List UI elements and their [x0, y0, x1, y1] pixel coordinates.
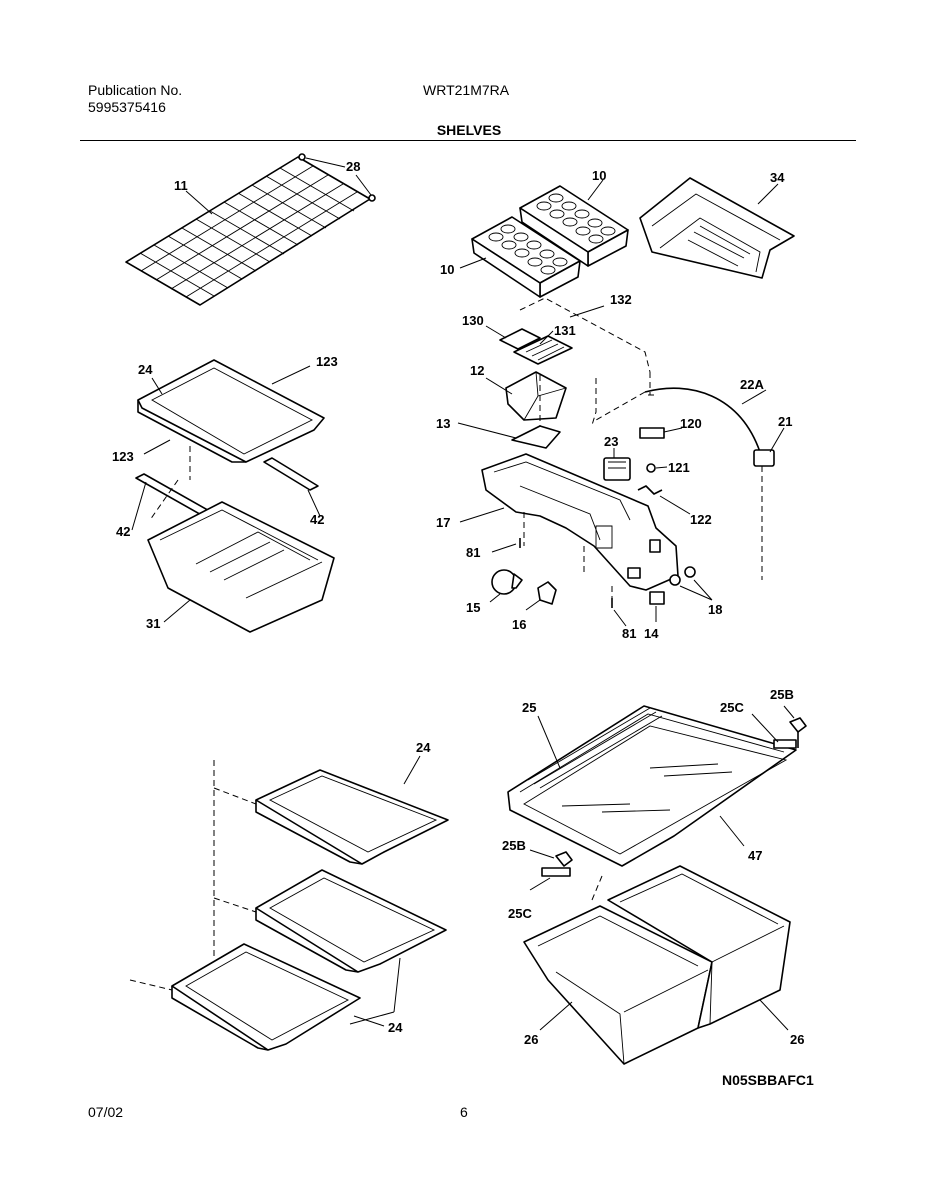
callout-18: 18: [708, 602, 722, 617]
callout-10-upper: 10: [592, 168, 606, 183]
callout-15: 15: [466, 600, 480, 615]
callout-10-lower: 10: [440, 262, 454, 277]
callout-24-door-top: 24: [416, 740, 431, 755]
callout-25B-bottom: 25B: [502, 838, 526, 853]
callout-123-left: 123: [112, 449, 134, 464]
callout-26-left: 26: [524, 1032, 538, 1047]
callout-28: 28: [346, 159, 360, 174]
callout-25: 25: [522, 700, 536, 715]
door-shelf-top: [213, 755, 449, 865]
callout-31: 31: [146, 616, 160, 631]
callout-123-top: 123: [316, 354, 338, 369]
callout-17: 17: [436, 515, 450, 530]
door-shelf-middle: [213, 869, 447, 973]
callout-16: 16: [512, 617, 526, 632]
clip-130: [485, 325, 541, 350]
callout-11: 11: [174, 178, 188, 193]
callout-25B-top: 25B: [770, 687, 794, 702]
callout-121: 121: [668, 460, 690, 475]
bracket-120: [639, 427, 683, 439]
ice-tray-lower: [459, 216, 581, 298]
cover-clip-25C-bottom: [529, 867, 571, 891]
ice-bin: [639, 177, 795, 279]
spring-122: [637, 485, 691, 515]
wire-harness: [595, 387, 785, 580]
crisper-drawer-31: [147, 501, 335, 633]
screws-81: [491, 538, 627, 627]
light-socket: [525, 581, 557, 611]
callout-26-right: 26: [790, 1032, 804, 1047]
housing-12: [485, 371, 567, 421]
callout-120: 120: [680, 416, 702, 431]
callout-42-right: 42: [310, 512, 324, 527]
callout-34: 34: [770, 170, 785, 185]
callout-25C-top: 25C: [720, 700, 744, 715]
callout-14: 14: [644, 626, 659, 641]
publication-number: 5995375416: [88, 99, 166, 115]
callout-130: 130: [462, 313, 484, 328]
callout-labels: 11 28 10 10 34 132 130 131 12 13 22A 21 …: [112, 159, 804, 1047]
callout-12: 12: [470, 363, 484, 378]
wire-shelf: [125, 153, 376, 306]
publication-label: Publication No.: [88, 82, 183, 98]
callout-47: 47: [748, 848, 762, 863]
buttons-18: [669, 566, 713, 601]
cover-clip-25C-top: [751, 713, 797, 749]
callout-42-left: 42: [116, 524, 130, 539]
callout-23: 23: [604, 434, 618, 449]
callout-24-door-bottom: 24: [388, 1020, 403, 1035]
ice-tray-upper: [519, 179, 629, 267]
door-shelf-bottom: [129, 943, 401, 1051]
section-title: SHELVES: [436, 122, 502, 138]
callout-22A: 22A: [740, 377, 764, 392]
callout-25C-bottom: 25C: [508, 906, 532, 921]
cover-clip-25B-bottom: [529, 849, 573, 867]
callout-131: 131: [554, 323, 576, 338]
crisper-drawer-right: [607, 865, 791, 1031]
drawing-id: N05SBBAFC1: [722, 1072, 814, 1088]
revision-date: 07/02: [88, 1104, 124, 1120]
grommet-121: [646, 463, 668, 473]
callout-24-upper: 24: [138, 362, 153, 377]
page-number: 6: [460, 1104, 468, 1120]
light-bulb: [489, 569, 523, 603]
model-number: WRT21M7RA: [423, 82, 510, 98]
callout-81-right: 81: [622, 626, 636, 641]
glass-shelf-upper-left: [137, 359, 325, 463]
deflector-13: [457, 422, 561, 449]
callout-122: 122: [690, 512, 712, 527]
switch-14: [649, 591, 665, 622]
callout-132: 132: [610, 292, 632, 307]
cover-clip-25B-top: [783, 705, 807, 748]
motor-23: [603, 448, 631, 481]
callout-21: 21: [778, 414, 792, 429]
header-rule: [80, 140, 856, 141]
crisper-cover: [507, 705, 797, 867]
ice-maker-cover-plate: [519, 297, 651, 395]
callout-13: 13: [436, 416, 450, 431]
callout-81-left: 81: [466, 545, 480, 560]
filter-131: [513, 330, 573, 365]
